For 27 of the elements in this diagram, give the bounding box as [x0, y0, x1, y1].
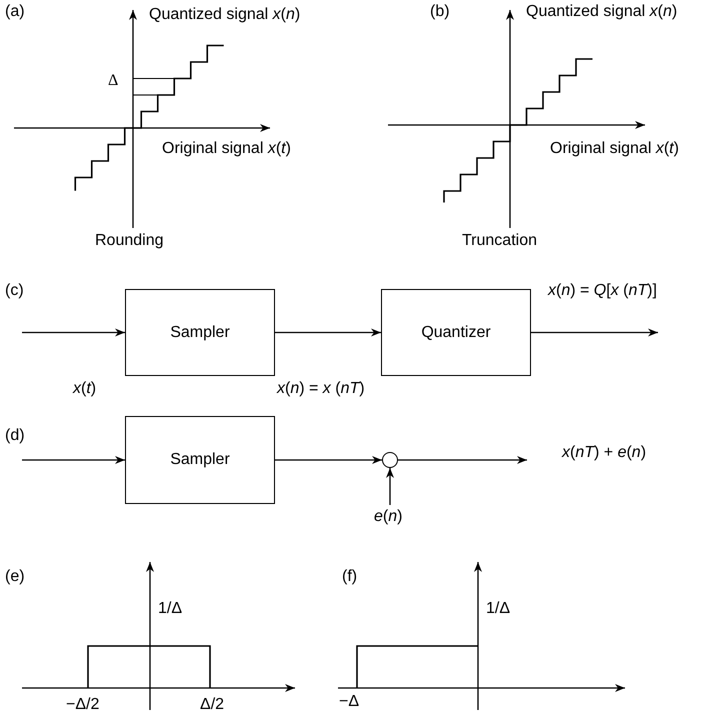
arrow — [398, 456, 527, 464]
panel-label: (c) — [5, 282, 24, 300]
panel-label: (f) — [342, 568, 358, 586]
panel-label: (b) — [430, 3, 450, 21]
arrow — [22, 456, 125, 464]
arrow — [22, 328, 125, 336]
panel-label: (e) — [5, 568, 25, 586]
arrow — [386, 468, 394, 505]
panel-label: (d) — [5, 427, 25, 445]
edge-label: e(n) — [374, 508, 402, 526]
process-box: Quantizer — [381, 289, 531, 376]
axis-label: Quantized signal x(n) — [149, 6, 300, 24]
process-box: Sampler — [125, 289, 275, 376]
axis-label: Original signal x(t) — [550, 140, 679, 158]
arrow — [531, 328, 658, 336]
edge-label: x(nT) + e(n) — [562, 444, 646, 462]
edge-label: x(n) = Q[x (nT)] — [548, 282, 657, 300]
arrow — [275, 456, 382, 464]
panel-label: (a) — [5, 3, 25, 21]
summing-junction — [382, 452, 398, 468]
process-box: Sampler — [125, 416, 275, 504]
axis-label: Quantized signal x(n) — [526, 3, 678, 21]
arrow — [275, 328, 381, 336]
edge-label: x(n) = x (nT) — [277, 380, 365, 398]
axis-label: Original signal x(t) — [162, 140, 291, 158]
caption-text: Rounding — [95, 232, 164, 250]
edge-label: x(t) — [73, 380, 96, 398]
